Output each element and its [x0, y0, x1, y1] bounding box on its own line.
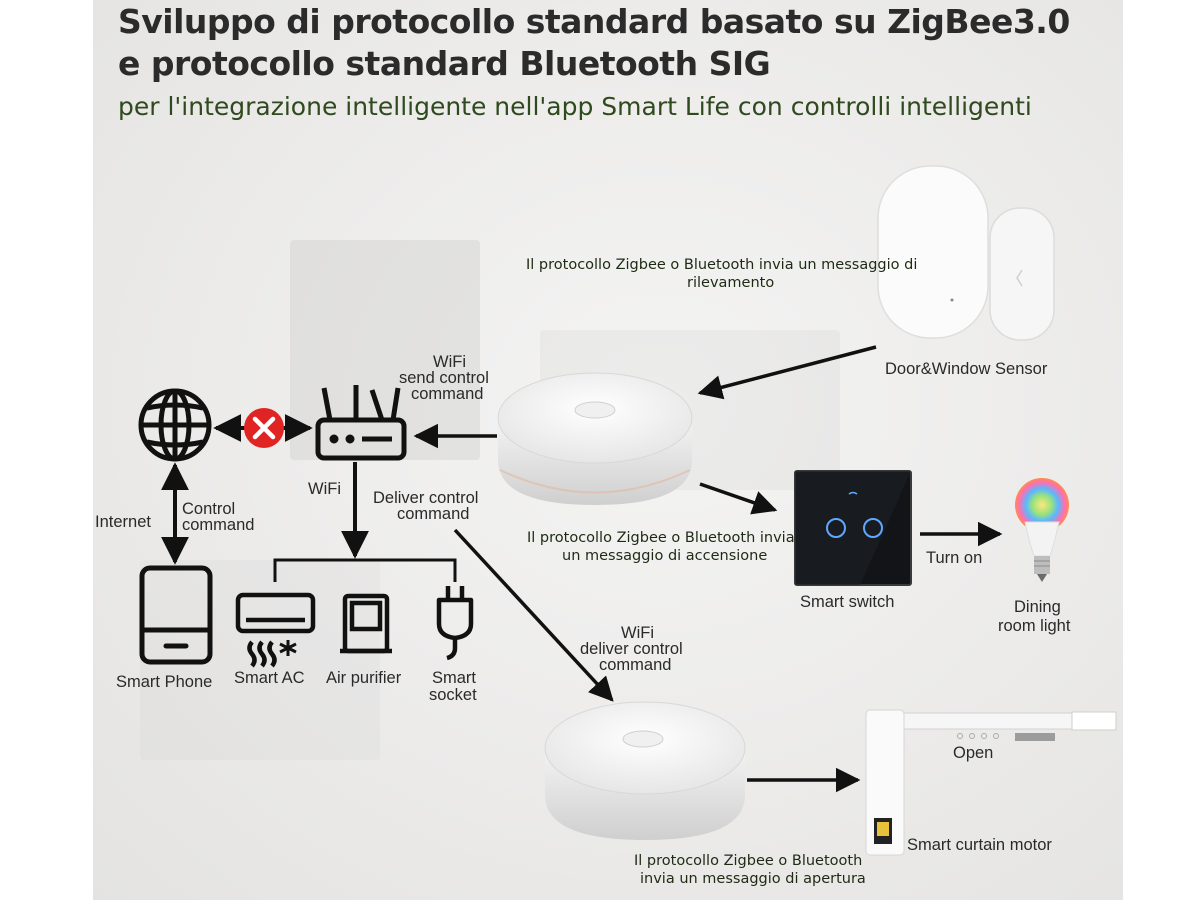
curtain-motor-icon: [865, 709, 1117, 856]
dining-light-label-1: Dining: [1014, 598, 1061, 616]
wifi-deliver-label-1: WiFi: [621, 624, 654, 642]
door-window-sensor-icon: [877, 165, 1055, 341]
deliver-label-1: Deliver control: [373, 489, 479, 507]
dining-light-label-2: room light: [998, 617, 1071, 635]
smart-switch-icon: [794, 470, 912, 586]
control-label-1: Control: [182, 500, 236, 518]
hub-to-hub-arrow: [453, 528, 614, 702]
background-window: [290, 240, 480, 460]
open-label: Open: [953, 744, 994, 762]
zigbee-hub-bottom: [544, 701, 746, 840]
hub-to-switch-arrow: [699, 482, 778, 515]
wifi-send-label-2: send control: [399, 369, 489, 387]
detection-message-line2: rilevamento: [687, 275, 775, 291]
page-subtitle: per l'integrazione intelligente nell'app…: [118, 92, 1032, 121]
deliver-label-2: command: [397, 505, 470, 523]
door-window-sensor-label: Door&Window Sensor: [885, 360, 1048, 378]
air-conditioner-icon: [235, 592, 316, 668]
smart-phone-label: Smart Phone: [116, 673, 213, 691]
plug-icon: [436, 586, 474, 661]
branch-bracket: [273, 558, 457, 582]
turn-on-label: Turn on: [926, 549, 983, 567]
smartphone-icon: [139, 565, 213, 665]
zigbee-hub-top: [497, 372, 693, 505]
router-icon: [315, 385, 407, 461]
internet-label: Internet: [95, 513, 151, 531]
air-purifier-icon: [340, 593, 392, 654]
smart-ac-label: Smart AC: [234, 669, 305, 687]
wifi-send-label-1: WiFi: [433, 353, 466, 371]
opening-message: Il protocollo Zigbee o Bluetooth: [634, 853, 863, 869]
control-label-2: command: [182, 516, 255, 534]
sensor-to-hub-arrow: [697, 345, 877, 400]
page-title-line2: e protocollo standard Bluetooth SIG: [118, 44, 771, 83]
globe-icon: [138, 388, 212, 462]
opening-message-line2: invia un messaggio di apertura: [640, 871, 866, 887]
smart-switch-label: Smart switch: [800, 593, 895, 611]
power-on-message-line2: un messaggio di accensione: [562, 548, 768, 564]
wifi-send-label-3: command: [411, 385, 484, 403]
wifi-deliver-label-2: deliver control: [580, 640, 683, 658]
page-title-line1: Sviluppo di protocollo standard basato s…: [118, 2, 1070, 41]
air-purifier-label: Air purifier: [326, 669, 402, 687]
light-bulb-icon: [1015, 478, 1069, 582]
wifi-label: WiFi: [308, 480, 341, 498]
wifi-deliver-label-3: command: [599, 656, 672, 674]
curtain-motor-label: Smart curtain motor: [907, 836, 1052, 854]
power-on-message: Il protocollo Zigbee o Bluetooth invia: [527, 530, 795, 546]
smart-socket-label-1: Smart: [432, 669, 477, 687]
smart-socket-label-2: socket: [429, 686, 477, 704]
detection-message: Il protocollo Zigbee o Bluetooth invia u…: [526, 257, 918, 273]
blocked-x-icon: [244, 408, 284, 448]
